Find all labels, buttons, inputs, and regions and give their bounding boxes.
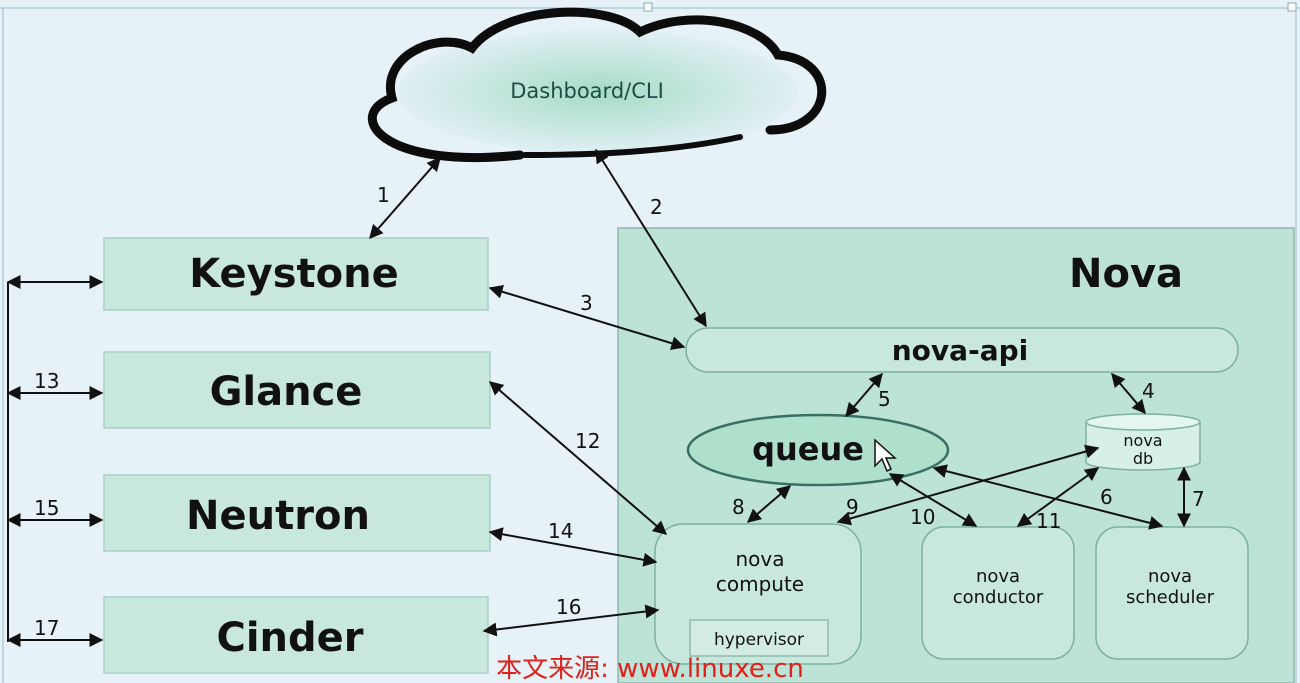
frame-handle-right[interactable] xyxy=(1287,2,1297,12)
frame-handle-top[interactable] xyxy=(643,2,653,12)
step-15: 15 xyxy=(34,496,59,520)
hypervisor-label: hypervisor xyxy=(714,630,804,650)
nova-scheduler-line2: scheduler xyxy=(1126,587,1215,608)
arrow-4 xyxy=(1111,372,1146,415)
step-16: 16 xyxy=(556,595,581,619)
nova-db-cylinder[interactable]: nova db xyxy=(1085,413,1201,471)
step-12: 12 xyxy=(575,429,600,453)
arrow-2 xyxy=(595,148,707,328)
nova-scheduler-box[interactable]: nova scheduler xyxy=(1095,526,1249,660)
glance-box[interactable]: Glance xyxy=(103,351,491,429)
cinder-label: Cinder xyxy=(216,615,363,661)
nova-compute-line2: compute xyxy=(716,572,804,596)
step-4: 4 xyxy=(1142,379,1155,403)
nova-title: Nova xyxy=(1069,251,1183,297)
step-11: 11 xyxy=(1036,509,1061,533)
step-9: 9 xyxy=(846,495,859,519)
keystone-box[interactable]: Keystone xyxy=(103,237,489,311)
arrow-14 xyxy=(488,527,658,567)
step-labels: 1 2 3 4 5 6 7 8 9 10 11 12 13 14 15 16 1… xyxy=(34,183,1205,640)
left-bus xyxy=(6,275,104,647)
arrow-8 xyxy=(746,485,792,523)
step-5: 5 xyxy=(878,387,891,411)
arrow-11 xyxy=(1016,467,1100,527)
step-10: 10 xyxy=(910,505,935,529)
nova-scheduler-line1: nova xyxy=(1148,566,1192,587)
glance-label: Glance xyxy=(210,369,363,415)
nova-compute-line1: nova xyxy=(735,547,784,571)
keystone-label: Keystone xyxy=(189,251,399,297)
step-17: 17 xyxy=(34,616,59,640)
step-8: 8 xyxy=(732,495,745,519)
nova-api-box[interactable]: nova-api xyxy=(685,327,1239,373)
nova-conductor-line1: nova xyxy=(976,566,1020,587)
mouse-cursor-icon xyxy=(874,438,897,473)
queue-ellipse[interactable]: queue xyxy=(686,413,950,487)
step-6: 6 xyxy=(1100,485,1113,509)
nova-db-line2: db xyxy=(1133,449,1153,468)
arrow-3 xyxy=(488,284,686,351)
step-3: 3 xyxy=(580,291,593,315)
nova-db-line1: nova xyxy=(1123,431,1162,450)
step-14: 14 xyxy=(548,519,573,543)
neutron-label: Neutron xyxy=(186,493,370,539)
step-13: 13 xyxy=(34,369,59,393)
nova-api-label: nova-api xyxy=(892,334,1028,367)
connector-arrows xyxy=(369,148,1191,637)
step-7: 7 xyxy=(1192,487,1205,511)
dashboard-cli-cloud: Dashboard/CLI xyxy=(367,7,827,163)
neutron-box[interactable]: Neutron xyxy=(103,474,491,552)
queue-label: queue xyxy=(752,430,864,468)
arrow-10 xyxy=(888,473,978,527)
hypervisor-box[interactable] xyxy=(689,619,829,657)
cinder-box[interactable]: Cinder xyxy=(103,596,489,674)
arrow-1 xyxy=(369,156,441,240)
nova-conductor-box[interactable]: nova conductor xyxy=(921,526,1075,660)
watermark: 本文来源: www.linuxe.cn xyxy=(496,654,804,683)
arrow-12 xyxy=(488,381,668,535)
nova-conductor-line2: conductor xyxy=(953,587,1044,608)
arrow-16 xyxy=(482,604,660,637)
cloud-label: Dashboard/CLI xyxy=(510,79,664,103)
step-1: 1 xyxy=(377,183,390,207)
arrow-5 xyxy=(845,372,883,418)
step-2: 2 xyxy=(650,195,663,219)
nova-compute-box[interactable]: nova compute hypervisor xyxy=(654,523,862,665)
